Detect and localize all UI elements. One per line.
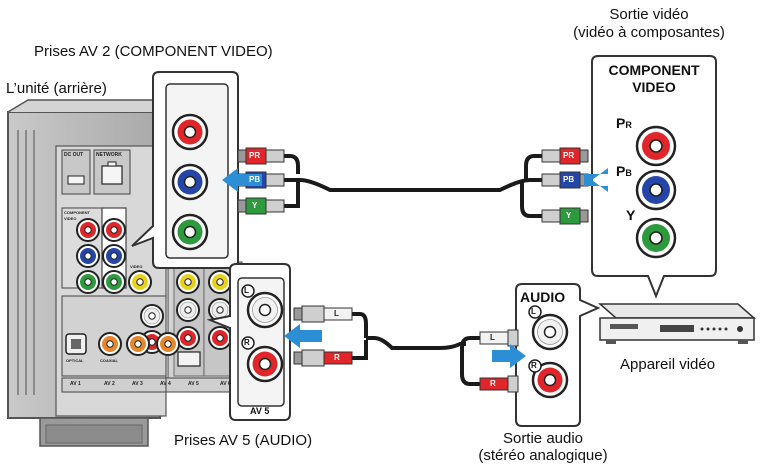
rear-coaxial: COAXIAL <box>100 358 118 363</box>
rear-network: NETWORK <box>96 152 122 158</box>
av5-right-marker: R <box>244 338 250 347</box>
y-jack-label: Y <box>626 207 636 223</box>
rear-av3: AV 3 <box>132 381 143 387</box>
component-video-cable <box>284 154 542 218</box>
arrow-from-video-source <box>584 168 608 192</box>
plug-pb-left: PB <box>249 175 261 184</box>
pr-jack-label: PR <box>616 115 632 131</box>
audio-output-title: Sortie audio (stéréo analogique) <box>448 430 638 464</box>
audio-heading: AUDIO <box>520 289 566 305</box>
plug-y-left: Y <box>252 201 258 210</box>
arrow-from-audio-source <box>492 344 526 368</box>
rear-video: VIDEO <box>130 264 143 269</box>
audio-output-line1: Sortie audio <box>502 430 584 447</box>
rear-av4: AV 4 <box>160 381 171 387</box>
rear-component-video: COMPONENT VIDEO <box>64 210 90 221</box>
rear-optical: OPTICAL <box>66 358 84 363</box>
component-video-line1: COMPONENT <box>608 62 700 78</box>
plug-y-right: Y <box>566 211 572 220</box>
plug-l-right: L <box>490 333 495 342</box>
av2-jacks-title: Prises AV 2 (COMPONENT VIDEO) <box>34 43 273 60</box>
rear-av2: AV 2 <box>104 381 115 387</box>
av5-zoom-callout <box>206 263 291 421</box>
pb-jack-label: PB <box>616 163 632 179</box>
component-video-heading: COMPONENT VIDEO <box>592 62 716 96</box>
rear-av5: AV 5 <box>188 381 199 387</box>
arrow-to-av2 <box>222 168 262 192</box>
receiver-rear-panel <box>7 99 167 447</box>
arrow-to-av5 <box>284 324 322 348</box>
signal-arrows <box>222 168 608 368</box>
component-video-line2: VIDEO <box>632 79 676 95</box>
plug-l-left: L <box>334 309 339 318</box>
plug-r-right: R <box>490 379 496 388</box>
component-video-output-panel <box>591 55 717 299</box>
video-output-line1: Sortie vidéo <box>609 6 689 23</box>
rear-av1: AV 1 <box>70 381 81 387</box>
audio-out-left-marker: L <box>531 307 536 316</box>
plug-pr-left: PR <box>249 151 261 160</box>
av5-jacks-title: Prises AV 5 (AUDIO) <box>174 432 313 449</box>
audio-output-line2: (stéréo analogique) <box>478 447 608 464</box>
unit-rear-label: L’unité (arrière) <box>6 80 107 97</box>
rear-av6: AV 6 <box>220 381 231 387</box>
audio-plugs-right <box>479 329 519 393</box>
plug-r-left: R <box>334 353 340 362</box>
plug-pr-right: PR <box>563 151 575 160</box>
audio-cable <box>352 312 480 386</box>
av5-panel-label: AV 5 <box>250 406 270 416</box>
rear-dc-out: DC OUT <box>64 152 84 158</box>
av5-left-marker: L <box>244 286 249 295</box>
audio-plugs-left <box>293 305 353 367</box>
plug-pb-right: PB <box>563 175 575 184</box>
video-output-title: Sortie vidéo (vidéo à composantes) <box>534 6 762 42</box>
video-device-icon <box>598 303 756 344</box>
av2-zoom-callout <box>131 71 239 269</box>
video-output-line2: (vidéo à composantes) <box>573 24 725 41</box>
audio-output-panel <box>515 283 601 427</box>
video-device-label: Appareil vidéo <box>620 356 716 373</box>
audio-out-right-marker: R <box>531 361 537 370</box>
